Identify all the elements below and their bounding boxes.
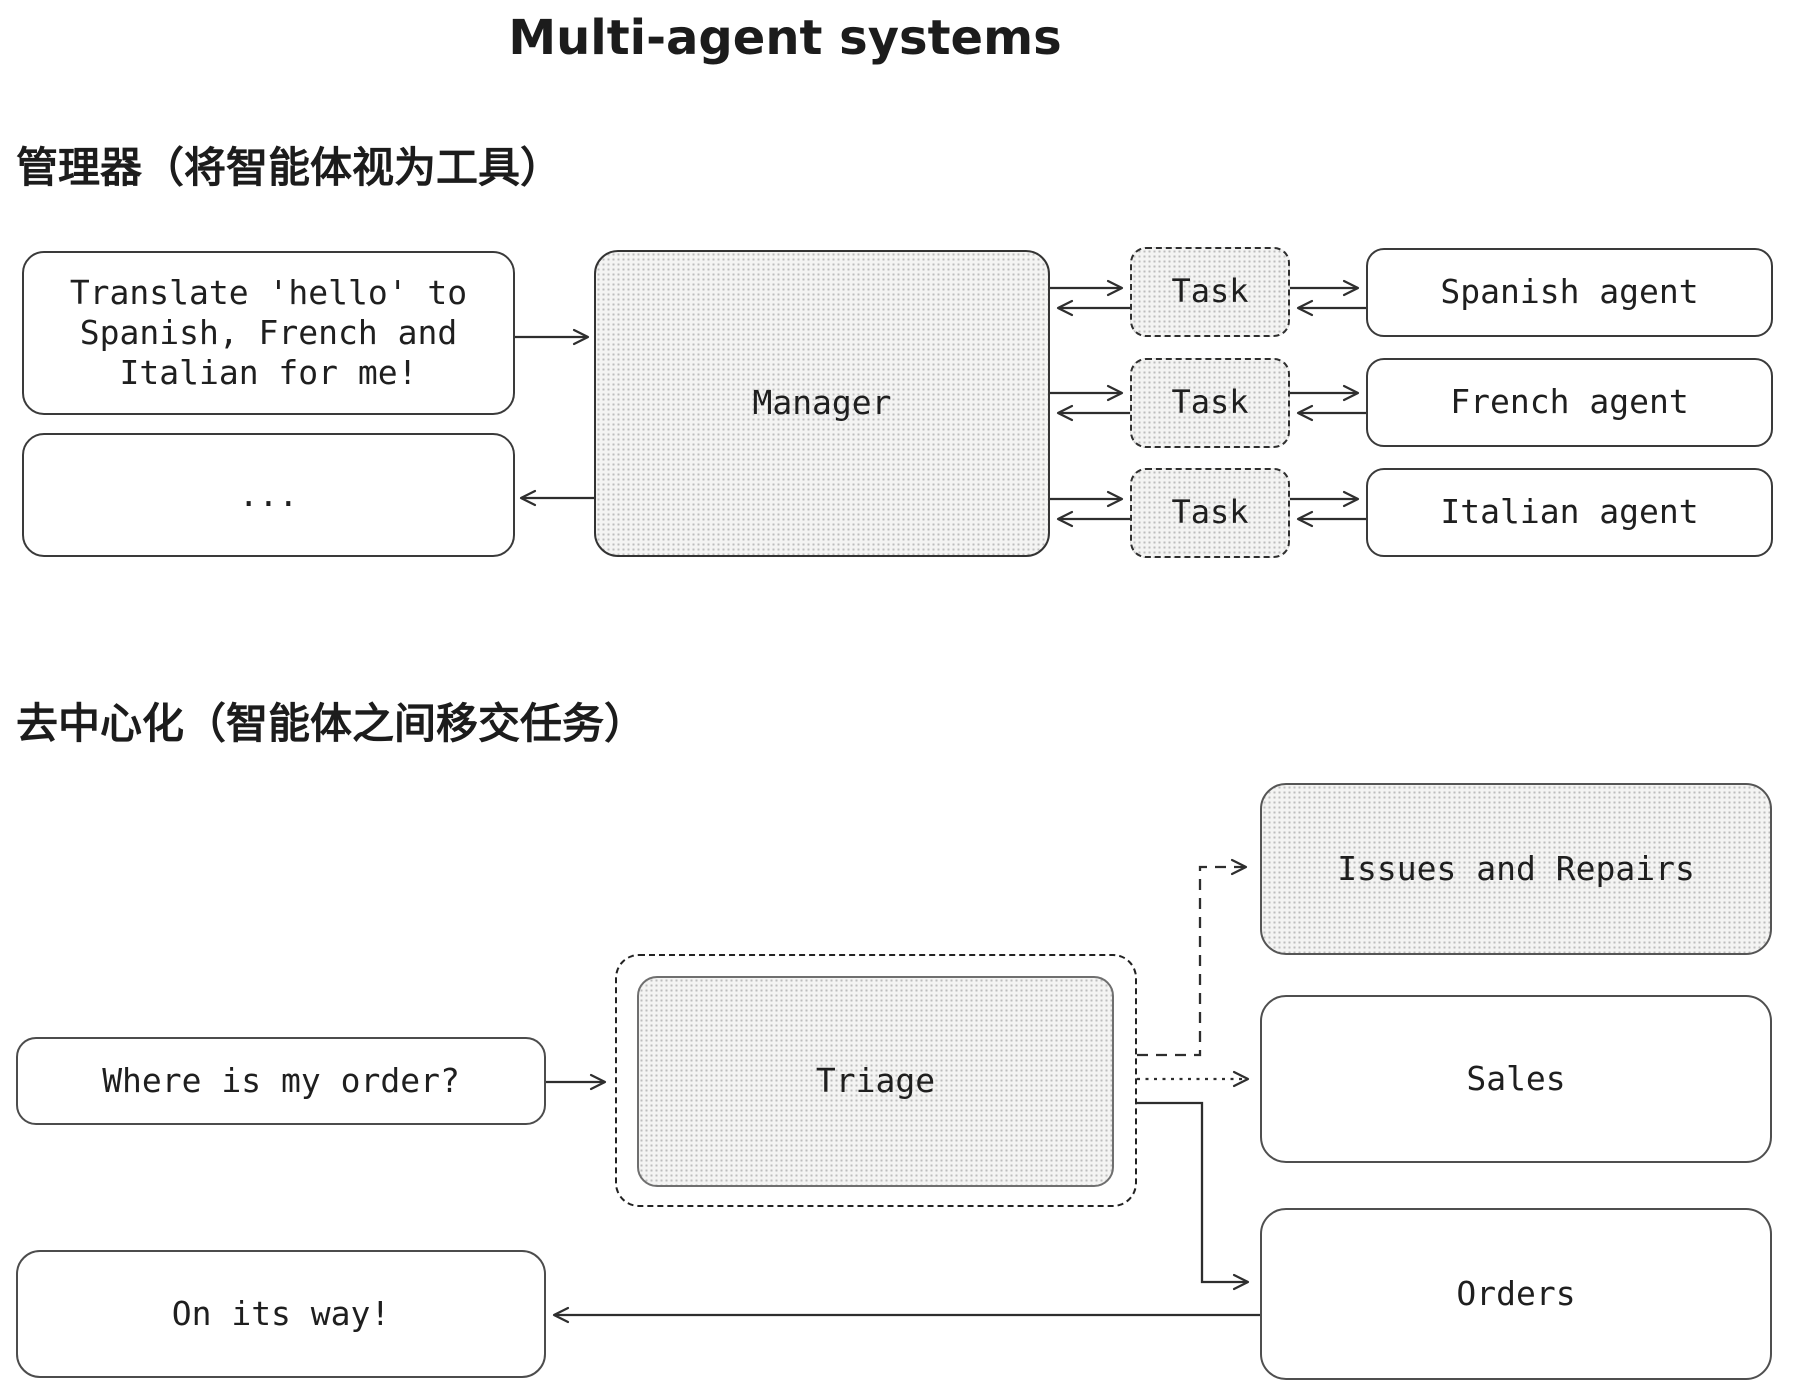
orders-label: Orders bbox=[1456, 1273, 1576, 1313]
arrow-triage-to-orders bbox=[1137, 1101, 1250, 1291]
handoff-section-heading: 去中心化（智能体之间移交任务） bbox=[16, 699, 647, 748]
reply-node: On its way! bbox=[16, 1250, 546, 1378]
customer-question-text: Where is my order? bbox=[102, 1060, 460, 1100]
orders-node: Orders bbox=[1260, 1208, 1772, 1380]
french-agent-node: French agent bbox=[1366, 358, 1773, 447]
manager-agent-label: Manager bbox=[752, 383, 892, 423]
task-node-3: Task bbox=[1130, 468, 1290, 558]
sales-node: Sales bbox=[1260, 995, 1772, 1163]
manager-section-heading: 管理器（将智能体视为工具） bbox=[16, 143, 563, 192]
sales-label: Sales bbox=[1466, 1058, 1566, 1098]
issues-and-repairs-node: Issues and Repairs bbox=[1260, 783, 1772, 955]
arrow-triage-to-issues-dashed bbox=[1137, 858, 1248, 1057]
spanish-agent-node: Spanish agent bbox=[1366, 248, 1773, 337]
task-label-3: Task bbox=[1171, 493, 1249, 532]
task-label-2: Task bbox=[1171, 383, 1249, 422]
response-ellipsis-node: ... bbox=[22, 433, 515, 557]
spanish-agent-label: Spanish agent bbox=[1440, 272, 1699, 312]
customer-question-node: Where is my order? bbox=[16, 1037, 546, 1125]
italian-agent-node: Italian agent bbox=[1366, 468, 1773, 557]
response-ellipsis-text: ... bbox=[238, 474, 299, 514]
user-request-node: Translate 'hello' to Spanish, French and… bbox=[22, 251, 515, 415]
french-agent-label: French agent bbox=[1450, 382, 1689, 422]
triage-outer-boundary bbox=[615, 954, 1137, 1207]
triage-agent-label: Triage bbox=[815, 1061, 936, 1101]
issues-and-repairs-label: Issues and Repairs bbox=[1337, 848, 1695, 888]
diagram-title: Multi-agent systems bbox=[508, 10, 1062, 66]
task-node-1: Task bbox=[1130, 247, 1290, 337]
triage-agent-node: Triage bbox=[637, 976, 1114, 1187]
italian-agent-label: Italian agent bbox=[1440, 492, 1699, 532]
task-label-1: Task bbox=[1171, 272, 1249, 311]
user-request-text: Translate 'hello' to Spanish, French and… bbox=[69, 272, 468, 393]
manager-agent-node: Manager bbox=[594, 250, 1050, 557]
reply-text: On its way! bbox=[171, 1293, 391, 1333]
task-node-2: Task bbox=[1130, 358, 1290, 448]
